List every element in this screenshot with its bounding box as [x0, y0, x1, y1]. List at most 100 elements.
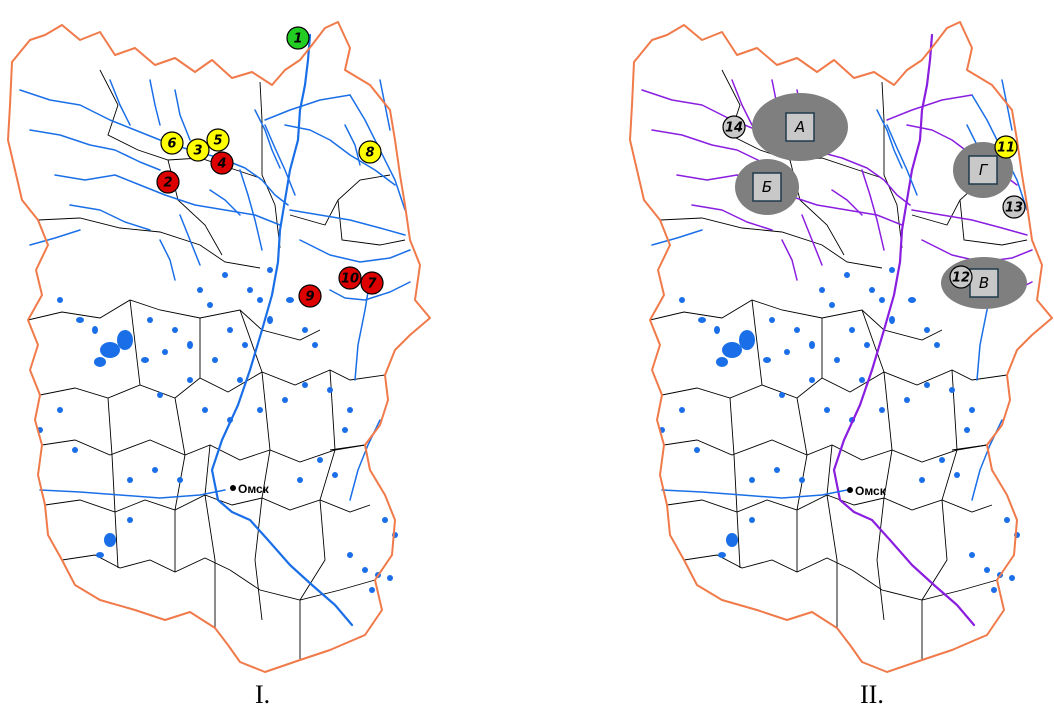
lake — [679, 407, 685, 413]
lake — [722, 342, 742, 358]
lake — [991, 587, 997, 593]
lake — [172, 327, 178, 333]
lake — [924, 327, 930, 333]
site-marker-14: 14 — [722, 115, 746, 139]
district-boundary — [663, 439, 988, 463]
site-marker-3: 3 — [186, 138, 210, 162]
zone-label-box — [752, 172, 782, 202]
zone-3: Г — [953, 142, 1013, 198]
lake — [157, 392, 163, 398]
lake — [864, 342, 870, 348]
marker-label: 12 — [952, 271, 970, 286]
lake — [332, 472, 338, 478]
district-boundary — [826, 444, 838, 628]
highlighted-river — [886, 94, 973, 121]
site-marker-8: 8 — [358, 140, 382, 164]
lake — [784, 349, 790, 355]
marker-circle — [160, 131, 184, 155]
lake — [282, 397, 288, 403]
lake — [889, 267, 895, 273]
map-2-caption: II. — [860, 680, 884, 709]
lake — [718, 552, 726, 558]
river — [661, 489, 848, 499]
river — [69, 204, 151, 231]
map-2-base — [629, 21, 1053, 673]
rivers — [19, 33, 411, 627]
lake — [76, 317, 84, 323]
lake — [242, 342, 248, 348]
river — [159, 239, 176, 281]
river — [329, 281, 411, 301]
zone-1: А — [752, 93, 848, 161]
marker-label: 7 — [367, 277, 377, 292]
lake — [141, 357, 149, 363]
lakes — [659, 267, 1020, 593]
site-marker-12: 12 — [949, 265, 973, 289]
river — [264, 124, 296, 196]
lake — [964, 427, 970, 433]
map-1-caption: I. — [255, 680, 271, 709]
zone-label-box — [968, 155, 998, 185]
lake — [969, 552, 975, 558]
district-boundary — [174, 397, 186, 572]
district-boundary — [299, 369, 336, 660]
marker-circle — [358, 140, 382, 164]
site-marker-10: 10 — [338, 266, 362, 290]
marker-label: 6 — [167, 137, 176, 152]
district-boundary — [921, 369, 958, 660]
lake — [679, 297, 685, 303]
river — [354, 279, 371, 381]
marker-circle — [156, 170, 180, 194]
district-boundary — [259, 81, 281, 249]
lake — [92, 326, 98, 334]
district-boundaries — [649, 69, 1028, 660]
lake — [312, 342, 318, 348]
lake — [317, 457, 323, 463]
lake — [104, 533, 116, 547]
river — [344, 124, 361, 166]
district-boundary — [683, 554, 853, 573]
site-marker-5: 5 — [206, 128, 230, 152]
lake — [769, 317, 775, 323]
lake — [197, 287, 203, 293]
marker-label: 13 — [1005, 201, 1023, 216]
district-boundary — [107, 397, 119, 569]
lake — [267, 267, 273, 273]
highlighted-river — [861, 169, 885, 251]
city-dot — [230, 485, 236, 491]
site-marker-11: 11 — [994, 135, 1018, 159]
district-boundary — [37, 217, 261, 269]
city-omsk: Омск — [230, 482, 270, 496]
highlighted-river — [731, 79, 753, 126]
highlighted-river — [801, 214, 823, 266]
lake — [849, 327, 855, 333]
marker-circle — [298, 284, 322, 308]
highlighted-river — [911, 209, 1028, 236]
marker-circle — [206, 128, 230, 152]
lake — [257, 407, 263, 413]
lake — [829, 302, 835, 308]
marker-label: 3 — [193, 144, 202, 159]
river — [29, 229, 81, 246]
lake — [72, 447, 78, 453]
river — [264, 94, 351, 121]
district-boundary — [649, 299, 943, 341]
district-boundary — [959, 199, 1028, 246]
lake — [177, 477, 183, 483]
lake — [327, 387, 333, 393]
zone-label: В — [979, 274, 989, 292]
highlighted-river — [691, 204, 773, 231]
marker-label: 4 — [216, 157, 226, 172]
district-boundary — [41, 439, 366, 463]
city-omsk: Омск — [847, 484, 887, 498]
district-boundary — [254, 371, 271, 621]
lake — [774, 467, 780, 473]
lake — [347, 552, 353, 558]
river — [886, 124, 918, 196]
lake — [749, 517, 755, 523]
district-boundary — [951, 444, 988, 451]
lake — [954, 472, 960, 478]
lake — [382, 517, 388, 523]
lake — [297, 477, 303, 483]
